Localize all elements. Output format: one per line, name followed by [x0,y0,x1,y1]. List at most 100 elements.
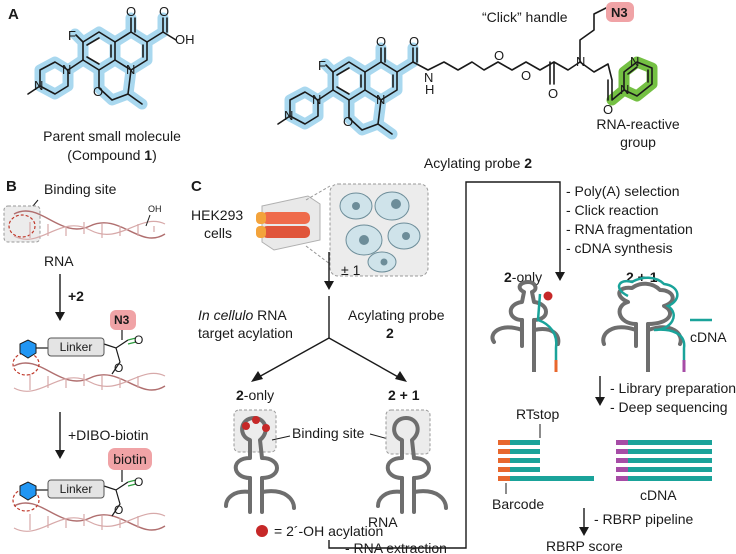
b-linker-box-2 [47,479,105,499]
c-arrow-split-right-head [395,371,407,382]
c-barcode-label: Barcode [492,496,544,512]
probe-ketone-oxygen: O [376,34,386,49]
c-step-click: - Click reaction [566,202,659,218]
probe-azide-badge [606,2,634,22]
c-flow-connector [328,181,561,549]
parent-acid-oxygen: O [159,4,169,19]
c-cells-line1: HEK293 [191,207,243,223]
probe-ring-oxygen: O [343,114,353,129]
c-rna-extraction: - RNA extraction [345,540,447,554]
b-step-dibo-biotin: +DIBO-biotin [68,427,149,443]
c-plus2-rna-structure [601,276,686,372]
c-binding-pointer-left [271,435,291,441]
c-only2-label: 2-only [504,269,542,285]
c-binding-site-label: Binding site [292,425,365,441]
c-culture-flasks-icon [256,195,321,251]
c-plus-minus-1: ± 1 [341,262,361,278]
c-probe-line1: Acylating probe [348,307,445,323]
b-acylated-rna-2 [12,470,166,532]
c-rbrp-score: RBRP score [546,538,623,554]
b-linker-box-1 [47,337,105,357]
parent-ring-nitrogen: N [126,62,135,77]
probe-ether-oxygen-2: O [521,68,531,83]
probe-piperazine-n1: N [312,92,321,107]
b-arrow-2-head [55,450,65,459]
probe-piperazine-n2: N [284,108,293,123]
reactive-group-line2: group [620,134,656,150]
b-azide-label: N3 [114,313,130,327]
b-linker-label-2: Linker [60,482,93,496]
c-cdna-legend-label: cDNA [690,329,727,345]
panel-a-label: A [8,6,19,23]
b-hydroxyl-bond [145,214,151,227]
c-step-pipeline: - RBRP pipeline [594,511,694,527]
panel-c-label: C [191,178,202,195]
reactive-group-line1: RNA-reactive [596,116,679,132]
c-hek293-cells-icon [339,191,421,273]
c-acylation-line2: target acylation [198,325,293,341]
c-step-sequencing: - Deep sequencing [610,399,728,415]
probe-azide-label: N3 [611,5,628,20]
c-legend-dot [256,525,268,537]
parent-piperazine-n1: N [62,62,71,77]
probe-amide-nitrogen: N [424,70,433,85]
b-rna-helix-1 [13,210,166,240]
c-only2-acylation-dot [543,291,553,301]
c-cells-line2: cells [204,225,232,241]
panel-b-label: B [6,178,17,195]
b-azide-badge [110,310,136,330]
parent-ketone-oxygen: O [126,4,136,19]
c-arrow-library-head [595,397,605,406]
c-arrow-pipeline-head [579,527,589,536]
c-probe-line2: 2 [386,325,394,341]
c-rna-label: RNA [368,514,398,530]
b-rna-label: RNA [44,253,74,269]
probe-carbonyl-oxygen-1: O [548,86,558,101]
c-sequencing-reads-left [498,440,594,481]
c-rtstop-label: RTstop [516,406,560,422]
probe-amide-hydrogen: H [425,82,434,97]
c-only2-rna-structure [490,280,561,372]
probe-imidazole-n1: N [620,82,629,97]
parent-hydroxyl: OH [175,32,195,47]
probe-tertiary-nitrogen: N [576,54,585,69]
b-binding-site-box [3,205,41,243]
parent-piperazine-n2: N [34,78,43,93]
click-handle-label: “Click” handle [482,9,568,25]
c-legend-label: = 2´-OH acylation [274,523,383,539]
b-carbonyl-o-2: O [134,475,143,489]
b-binding-pocket-outline [8,214,36,238]
probe-molecule-structure [277,7,658,140]
c-arrow-split-left [256,337,330,379]
probe-imidazole-n3: N [630,54,639,69]
b-hydroxyl-label: OH [148,204,162,214]
parent-fluorine-atom: F [68,28,76,43]
b-biotin-label: biotin [113,451,146,467]
c-only-acylation-dot-3 [262,424,270,432]
c-arrow-split-left-head [251,371,263,382]
c-plus-label: 2 + 1 [388,387,420,403]
probe-fluorine-atom: F [318,58,326,73]
b-binding-site-label: Binding site [44,181,117,197]
c-acylation-line1: In cellulo RNA [198,307,287,323]
c-step-fragmentation: - RNA fragmentation [566,221,693,237]
probe-ring-nitrogen: N [376,92,385,107]
b-arrow-1-head [55,312,65,321]
c-arrow-cells-head [324,281,334,290]
c-only-acylation-dot-2 [252,416,260,424]
c-flow-connector-head [555,272,565,281]
c-plus-rna-structure [376,416,448,514]
c-cdna-reads-label: cDNA [640,487,677,503]
c-step-library: - Library preparation [610,380,736,396]
c-only-acylation-dot-1 [242,422,250,430]
probe-carbonyl-oxygen-2: O [603,102,613,117]
probe-caption: Acylating probe 2 [424,155,532,171]
parent-molecule-structure [27,12,177,110]
b-ester-o-2: O [114,503,123,517]
probe-amide-oxygen: O [409,34,419,49]
c-only-label: 2-only [236,387,274,403]
c-step-polya: - Poly(A) selection [566,183,680,199]
c-sequencing-reads-right [616,440,712,481]
b-ester-o-1: O [114,361,123,375]
b-acylated-rna-1 [12,326,166,392]
